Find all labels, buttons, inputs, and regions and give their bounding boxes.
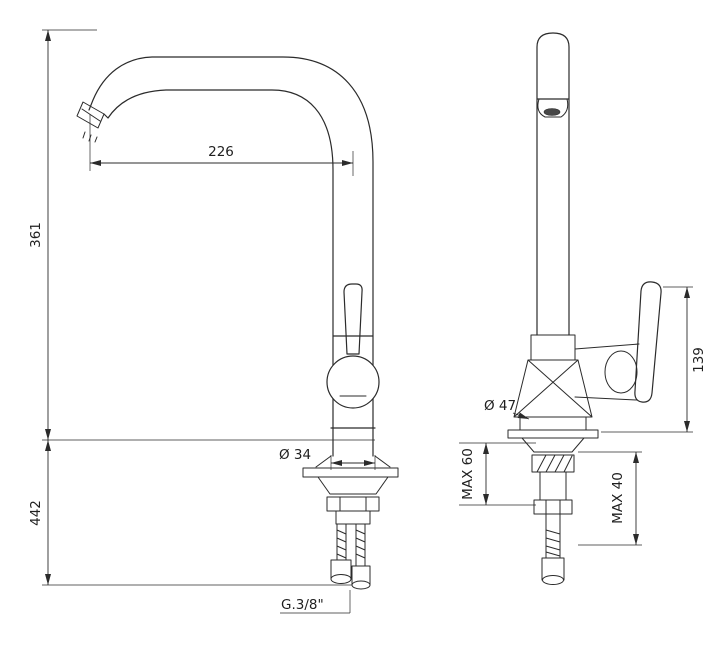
front-supply-hoses: [330, 523, 371, 586]
dim-height-below-label: 442: [28, 500, 44, 526]
side-tube-outline: [536, 32, 570, 336]
side-handle-pivot: [604, 350, 638, 394]
dim-max40-label: MAX 40: [610, 472, 626, 524]
side-outlet: [537, 98, 569, 118]
front-hose-fitting-left: [330, 574, 352, 584]
side-handle-lever: [634, 281, 662, 403]
dim-spout-reach-label: 226: [208, 144, 234, 160]
side-aerator-face: [543, 108, 561, 116]
dim-height-above-label: 361: [28, 222, 44, 248]
front-base: [302, 455, 399, 525]
dim-d47-leader: [512, 412, 530, 420]
side-body: [507, 334, 599, 453]
front-aerator-tip: [76, 101, 105, 143]
side-hose-fitting: [542, 575, 564, 585]
front-view: [76, 56, 399, 590]
front-hose-fitting-right: [351, 580, 371, 590]
side-handle-stem: [574, 343, 640, 401]
dim-body-diameter-label: Ø 47: [484, 398, 516, 414]
front-spout-outline: [88, 56, 376, 457]
dim-max40-extension: [578, 451, 642, 546]
dim-139-extension: [601, 286, 693, 433]
side-supply-hose: [541, 523, 565, 581]
dim-thread-label: G.3/8": [281, 597, 324, 613]
side-shank: [531, 454, 575, 525]
dim-base-diameter-label: Ø 34: [279, 447, 311, 463]
front-dimensions: 226 361 442 Ø 34 G.3/8": [28, 29, 376, 614]
dim-max60-label: MAX 60: [460, 448, 476, 500]
dim-thread-leader: [280, 590, 351, 614]
dim-max60-extension: [459, 442, 536, 506]
front-handle-lever: [343, 283, 363, 355]
dim-handle-height-label: 139: [691, 347, 707, 373]
dim-361-extension: [42, 29, 375, 441]
side-view: [507, 32, 662, 585]
front-handle-joint: [326, 355, 380, 409]
side-dimensions: Ø 47 139 MAX 60 MAX 40: [459, 286, 707, 546]
